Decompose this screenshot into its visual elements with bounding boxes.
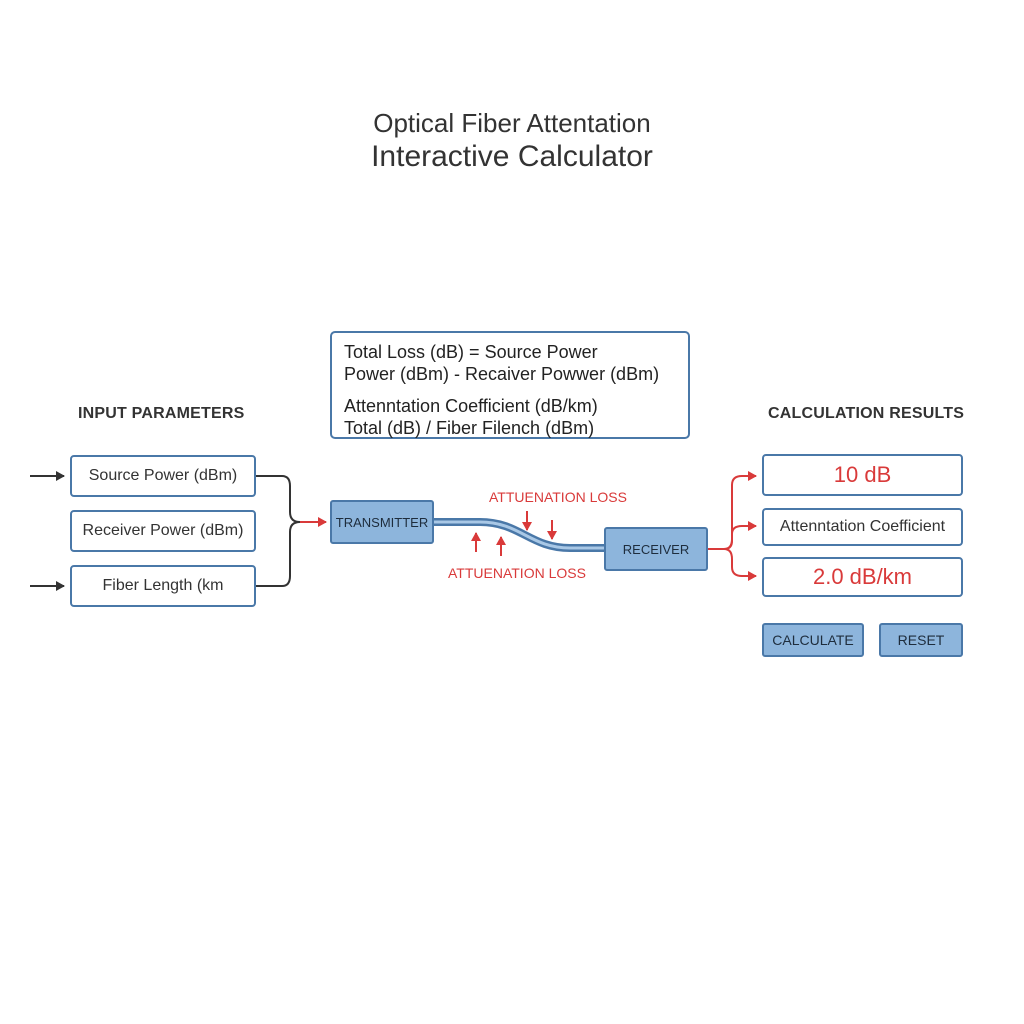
reset-button[interactable]: RESET [879, 623, 963, 657]
transmitter-node: TRANSMITTER [330, 500, 434, 544]
formula-total-loss-line1: Total Loss (dB) = Source Power [344, 342, 598, 362]
formula-panel: Total Loss (dB) = Source Power Power (dB… [330, 331, 690, 439]
to-coefficient-value-arrow [723, 548, 757, 581]
page-title: Optical Fiber Attentation [373, 108, 651, 138]
coefficient-result-value: 2.0 dB/km [762, 557, 963, 597]
calculate-button[interactable]: CALCULATE [762, 623, 864, 657]
length-to-transmitter-connector [256, 521, 301, 587]
coefficient-result-label: Attenntation Coefficient [762, 508, 963, 546]
receiver-node: RECEIVER [604, 527, 708, 571]
formula-coefficient-line1: Attenntation Coefficient (dB/km) [344, 396, 598, 416]
source-to-transmitter-connector [256, 475, 324, 523]
input-parameters-heading: INPUT PARAMETERS [78, 405, 245, 422]
attenuation-loss-label-top: ATTUENATION LOSS [489, 489, 627, 505]
attenuation-loss-label-bottom: ATTUENATION LOSS [448, 565, 586, 581]
page-subtitle: Interactive Calculator [371, 140, 653, 173]
calculation-results-heading: CALCULATION RESULTS [768, 405, 965, 422]
total-loss-result: 10 dB [762, 454, 963, 496]
formula-coefficient-line2: Total (dB) / Fiber Filench (dBm) [344, 418, 595, 438]
to-coefficient-label-arrow [723, 521, 757, 550]
fiber-cable-core [432, 520, 606, 550]
to-total-loss-arrow [723, 471, 757, 550]
fiber-cable-outer [430, 518, 608, 552]
fiber-length-field[interactable]: Fiber Length (km [70, 565, 256, 607]
source-power-field[interactable]: Source Power (dBm) [70, 455, 256, 497]
receiver-power-field[interactable]: Receiver Power (dBm) [70, 510, 256, 552]
formula-total-loss-line2: Power (dBm) - Recaiver Powwer (dBm) [344, 364, 660, 384]
